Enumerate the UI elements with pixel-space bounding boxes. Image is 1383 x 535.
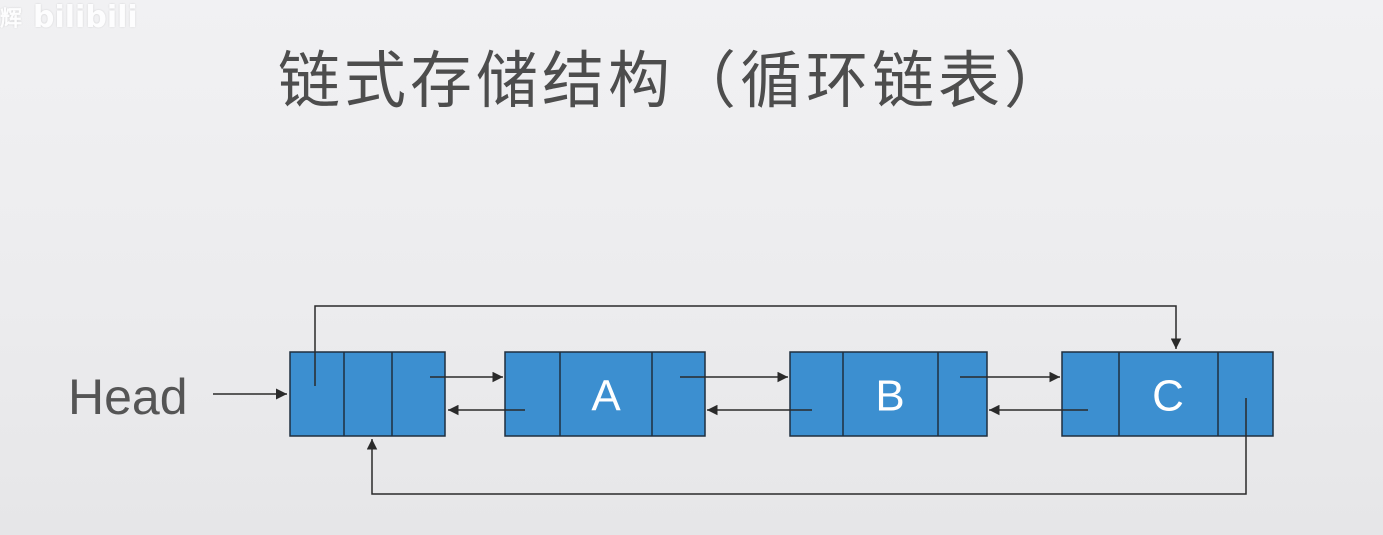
node-b-label: B — [875, 372, 904, 421]
bilibili-watermark: 辉 bilibili — [0, 0, 138, 35]
head-label: Head — [68, 369, 188, 425]
node-a: A — [504, 351, 706, 437]
page-title: 链式存储结构（循环链表） — [278, 44, 1071, 117]
node-a-label: A — [591, 372, 621, 421]
wrap-arrow-head-to-c — [314, 305, 1182, 386]
wrap-arrow-c-to-head — [366, 398, 1247, 495]
watermark-text: 辉 — [0, 7, 24, 32]
node-c-label: C — [1152, 372, 1184, 421]
bilibili-logo: bilibili — [33, 0, 138, 35]
node-c: C — [1061, 351, 1274, 437]
head-node — [289, 351, 446, 437]
node-b: B — [789, 351, 988, 437]
